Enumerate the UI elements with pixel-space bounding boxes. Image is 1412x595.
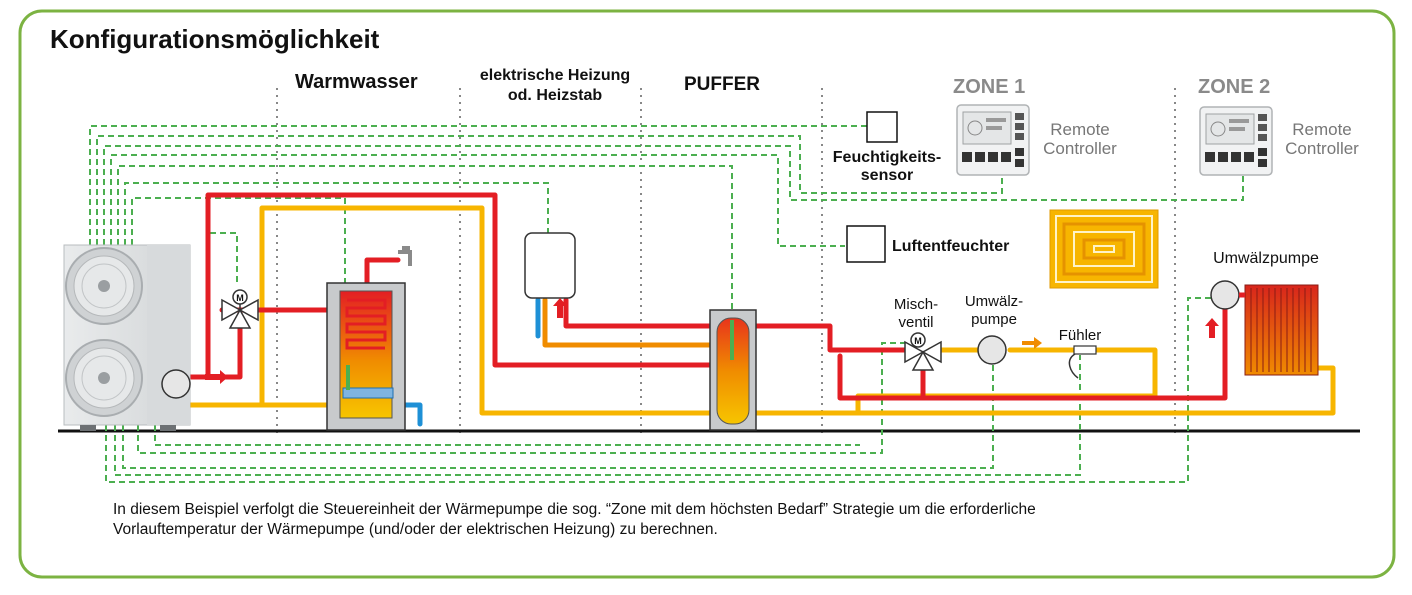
circulation-pump-icon (161, 369, 191, 399)
section-heizung-line2: od. Heizstab (508, 87, 602, 104)
remote-label-zone1-line2: Controller (1043, 139, 1117, 158)
outer-frame (18, 9, 1396, 579)
mixing-valve-label-line2: ventil (898, 314, 933, 331)
electric-heater (524, 232, 576, 318)
dehumidifier-label: Luftentfeuchter (892, 238, 1009, 255)
fan-icon (65, 339, 143, 417)
circulation-pump-icon (1210, 280, 1240, 310)
section-puffer: PUFFER (684, 74, 760, 95)
humidity-sensor (866, 111, 898, 143)
circulation-pump-icon (977, 335, 1007, 365)
humidity-sensor-label-line2: sensor (861, 167, 913, 184)
caption-line1: In diesem Beispiel verfolgt die Steuerei… (113, 501, 1036, 518)
remote-label-zone2-line2: Controller (1285, 139, 1359, 158)
remote-controller-zone1 (956, 104, 1030, 176)
pump1-label-line1: Umwälz- (965, 293, 1023, 310)
heat-pump-outdoor-unit (63, 244, 191, 431)
buffer-tank (709, 309, 757, 431)
page-title: Konfigurationsmöglichkeit (50, 24, 380, 54)
section-zone1: ZONE 1 (953, 76, 1025, 98)
humidity-sensor-label-line1: Feuchtigkeits- (833, 149, 941, 166)
flow-arrow-icon (553, 298, 567, 318)
flow-arrow-icon (1205, 318, 1219, 338)
mixing-valve-motor-label: M (914, 336, 922, 346)
temperature-sensor-icon (1073, 345, 1097, 355)
pump1-label-line2: pumpe (971, 311, 1017, 328)
sensor-label: Fühler (1059, 327, 1102, 344)
pump2-label: Umwälzpumpe (1213, 250, 1319, 267)
remote-label-zone1-line1: Remote (1050, 120, 1110, 139)
dehumidifier (846, 225, 886, 263)
pipes (187, 192, 1336, 427)
flow-arrow-icon (205, 370, 228, 384)
water-tap-icon (398, 246, 412, 266)
three-way-valve-icon: M (221, 289, 259, 329)
mixing-valve-icon: M (904, 332, 942, 371)
mixing-valve-label-line1: Misch- (894, 296, 938, 313)
flow-arrow-icon (1022, 337, 1042, 349)
valve-motor-label: M (236, 293, 244, 303)
underfloor-heating-icon (1049, 209, 1159, 289)
dhw-tank (326, 282, 406, 431)
remote-controller-zone2 (1199, 106, 1273, 176)
radiator-icon (1244, 284, 1319, 376)
fan-icon (65, 247, 143, 325)
heating-coil (345, 298, 387, 350)
section-heizung-line1: elektrische Heizung (480, 67, 630, 84)
section-zone2: ZONE 2 (1198, 76, 1270, 98)
section-warmwasser: Warmwasser (295, 71, 418, 93)
remote-label-zone2-line1: Remote (1292, 120, 1352, 139)
caption-line2: Vorlauftemperatur der Wärmepumpe (und/od… (113, 521, 718, 538)
sensor-cable (1068, 353, 1079, 379)
